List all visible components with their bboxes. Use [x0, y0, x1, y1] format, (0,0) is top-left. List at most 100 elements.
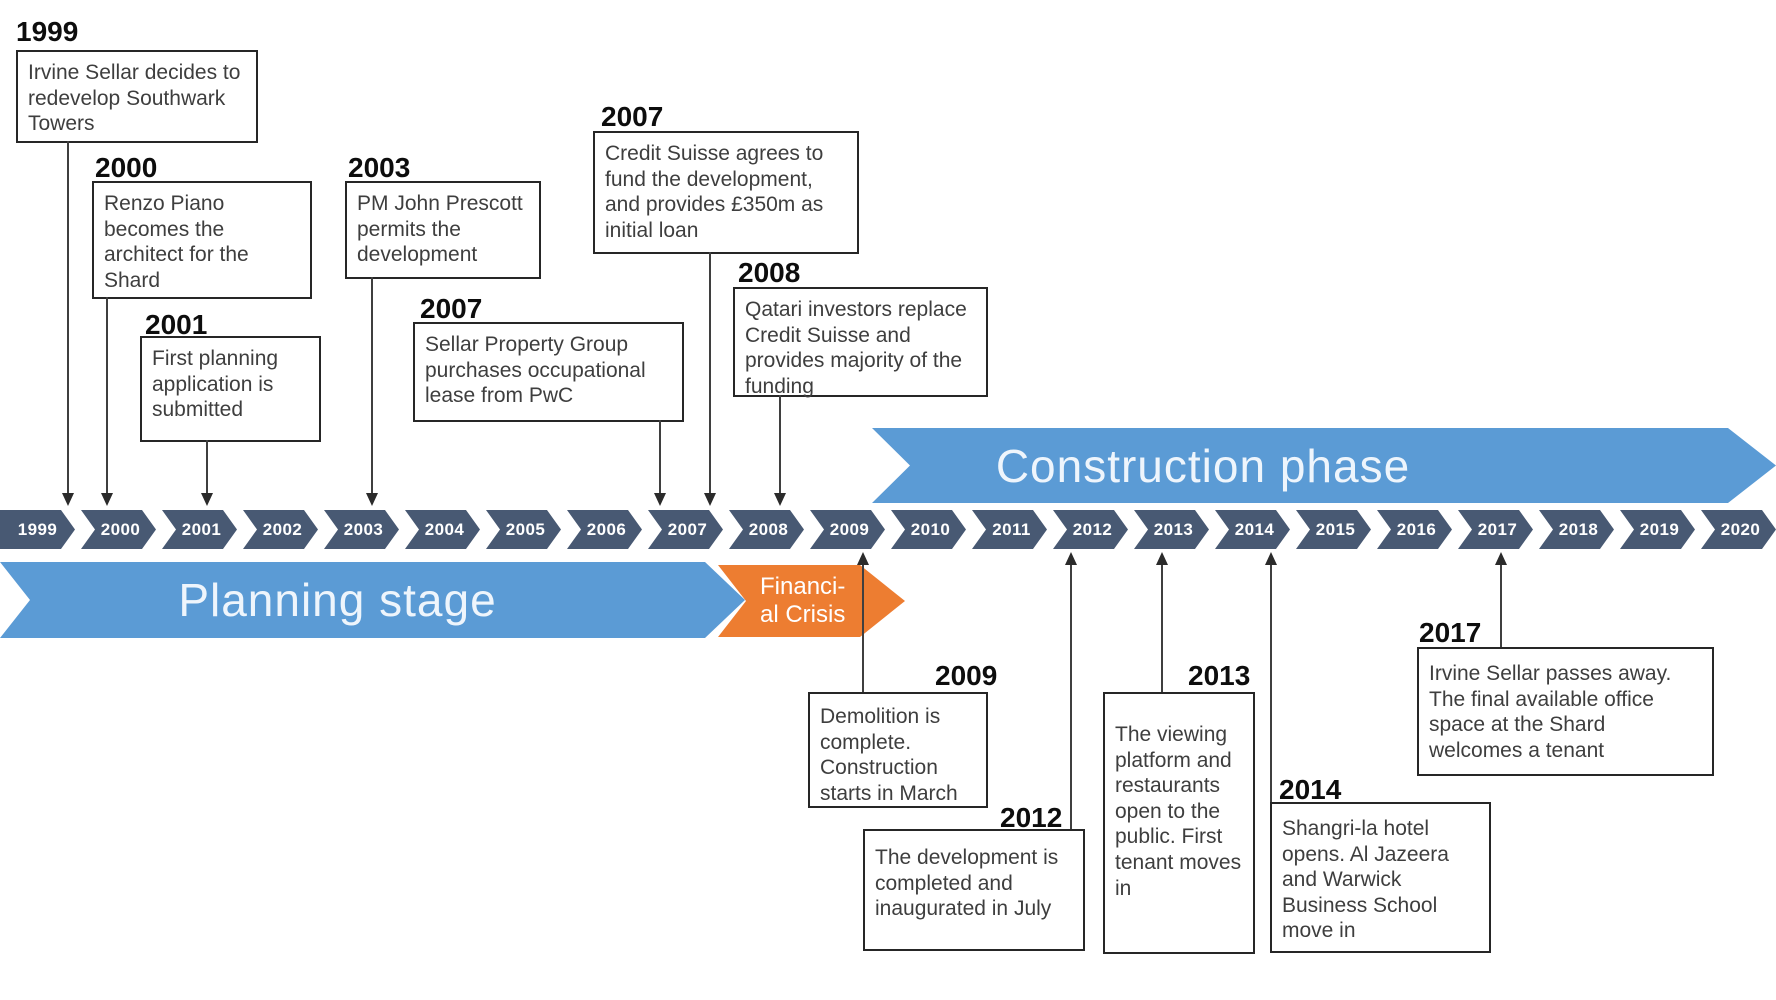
event-2001-box: First planning application is submitted: [140, 336, 321, 442]
event-2012-connector: [1065, 552, 1077, 829]
timeline-year-segment-2019: 2019: [1620, 510, 1695, 549]
timeline-year-segment-2011: 2011: [972, 510, 1047, 549]
event-2003-connector-line: [371, 277, 373, 493]
event-2007-sellar-box: Sellar Property Group purchases occupati…: [413, 322, 684, 422]
timeline-year-segment-2005: 2005: [486, 510, 561, 549]
event-2000-connector-arrowhead: [101, 493, 113, 506]
event-2014-box: Shangri-la hotel opens. Al Jazeera and W…: [1270, 802, 1491, 953]
event-2014-connector-arrowhead: [1265, 552, 1277, 565]
timeline-year-segment-2002: 2002: [243, 510, 318, 549]
event-2007-credit-suisse-connector-arrowhead: [704, 493, 716, 506]
timeline-year-segment-2001: 2001: [162, 510, 237, 549]
event-2014-connector: [1265, 552, 1277, 802]
event-2000-year-label: 2000: [95, 152, 158, 183]
timeline-year-segment-2020: 2020: [1701, 510, 1776, 549]
timeline-year-segment-2007: 2007: [648, 510, 723, 549]
timeline-year-segment-2017: 2017: [1458, 510, 1533, 549]
event-1999-connector-line: [67, 141, 69, 493]
event-2007-credit-suisse-connector: [704, 252, 716, 506]
event-2007-sellar-connector-arrowhead: [654, 493, 666, 506]
planning-stage-label: Planning stage: [178, 574, 497, 626]
timeline-year-segment-2018: 2018: [1539, 510, 1614, 549]
event-2014-year-label: 2014: [1279, 774, 1342, 805]
event-1999-year-label: 1999: [16, 16, 79, 47]
timeline-year-segment-2006: 2006: [567, 510, 642, 549]
event-2001-connector-arrowhead: [201, 493, 213, 506]
event-2007-credit-suisse-text: Credit Suisse agrees to fund the develop…: [605, 142, 824, 242]
event-2003-box: PM John Prescott permits the development: [345, 181, 541, 279]
event-2003-connector: [366, 277, 378, 506]
event-2007-sellar-connector-line: [659, 420, 661, 493]
event-2017-box: Irvine Sellar passes away. The final ava…: [1417, 647, 1714, 776]
event-2000-connector: [101, 297, 113, 506]
timeline-year-segment-2003: 2003: [324, 510, 399, 549]
event-2012-box: The development is completed and inaugur…: [863, 829, 1085, 951]
timeline-year-segment-2004: 2004: [405, 510, 480, 549]
event-2008-year-label: 2008: [738, 257, 801, 288]
event-2001-year-label: 2001: [145, 309, 208, 340]
event-2003-year-label: 2003: [348, 152, 411, 183]
construction-phase-label: Construction phase: [995, 439, 1411, 492]
planning-stage-banner: Planning stage: [0, 562, 745, 638]
timeline-year-segment-1999: 1999: [0, 510, 75, 549]
event-2012-text: The development is completed and inaugur…: [875, 846, 1059, 921]
event-2001-text: First planning application is submitted: [152, 347, 279, 422]
event-2009-box: Demolition is complete. Construction sta…: [808, 692, 988, 808]
financial-crisis-label-line2: al Crisis: [760, 601, 846, 628]
event-2017-connector-line: [1500, 565, 1502, 647]
event-2007-sellar-text: Sellar Property Group purchases occupati…: [425, 333, 646, 408]
event-2009-year-label: 2009: [935, 660, 998, 691]
event-2001-connector: [201, 440, 213, 506]
event-2007-sellar-year-label: 2007: [420, 293, 483, 324]
timeline-year-segment-2000: 2000: [81, 510, 156, 549]
event-2007-credit-suisse-box: Credit Suisse agrees to fund the develop…: [593, 131, 859, 254]
event-2007-sellar-connector: [654, 420, 666, 506]
event-2017-year-label: 2017: [1419, 617, 1482, 648]
construction-phase-banner: Construction phase: [872, 428, 1776, 503]
timeline-year-segment-2015: 2015: [1296, 510, 1371, 549]
event-2001-connector-line: [206, 440, 208, 493]
event-1999-connector: [62, 141, 74, 506]
event-2000-box: Renzo Piano becomes the architect for th…: [92, 181, 312, 299]
event-2014-connector-line: [1270, 565, 1272, 802]
event-2009-connector: [857, 552, 869, 692]
event-2008-text: Qatari investors replace Credit Suisse a…: [745, 298, 967, 398]
event-2013-text: The viewing platform and restaurants ope…: [1115, 723, 1242, 900]
event-2013-year-label: 2013: [1188, 660, 1251, 691]
event-1999-text: Irvine Sellar decides to redevelop South…: [28, 61, 241, 136]
timeline-year-segment-2010: 2010: [891, 510, 966, 549]
event-2008-box: Qatari investors replace Credit Suisse a…: [733, 287, 988, 398]
event-2017-connector-arrowhead: [1495, 552, 1507, 565]
event-2017-connector: [1495, 552, 1507, 647]
timeline-year-segment-2016: 2016: [1377, 510, 1452, 549]
timeline-year-segment-2014: 2014: [1215, 510, 1290, 549]
event-2012-connector-arrowhead: [1065, 552, 1077, 565]
event-2008-connector: [774, 395, 786, 506]
event-2017-text: Irvine Sellar passes away. The final ava…: [1429, 662, 1672, 762]
event-2000-text: Renzo Piano becomes the architect for th…: [104, 192, 249, 292]
financial-crisis-label-line1: Financi-: [760, 572, 846, 600]
event-2012-year-label: 2012: [1000, 802, 1063, 833]
financial-crisis-banner: Financi- al Crisis: [718, 565, 905, 637]
event-2013-connector-arrowhead: [1156, 552, 1168, 565]
event-2000-connector-line: [106, 297, 108, 493]
timeline-year-segment-2013: 2013: [1134, 510, 1209, 549]
event-1999-box: Irvine Sellar decides to redevelop South…: [16, 50, 258, 143]
event-2003-connector-arrowhead: [366, 493, 378, 506]
event-1999-connector-arrowhead: [62, 493, 74, 506]
event-2012-connector-line: [1070, 565, 1072, 829]
event-2009-text: Demolition is complete. Construction sta…: [820, 705, 958, 805]
event-2009-connector-line: [862, 565, 864, 692]
timeline-year-segment-2008: 2008: [729, 510, 804, 549]
event-2007-credit-suisse-connector-line: [709, 252, 711, 493]
timeline-year-segment-2009: 2009: [810, 510, 885, 549]
event-2009-connector-arrowhead: [857, 552, 869, 565]
timeline-year-segment-2012: 2012: [1053, 510, 1128, 549]
event-2013-box: The viewing platform and restaurants ope…: [1103, 692, 1255, 954]
event-2003-text: PM John Prescott permits the development: [357, 192, 523, 267]
event-2008-connector-arrowhead: [774, 493, 786, 506]
event-2013-connector: [1156, 552, 1168, 692]
event-2007-credit-suisse-year-label: 2007: [601, 101, 664, 132]
event-2014-text: Shangri-la hotel opens. Al Jazeera and W…: [1282, 817, 1449, 943]
